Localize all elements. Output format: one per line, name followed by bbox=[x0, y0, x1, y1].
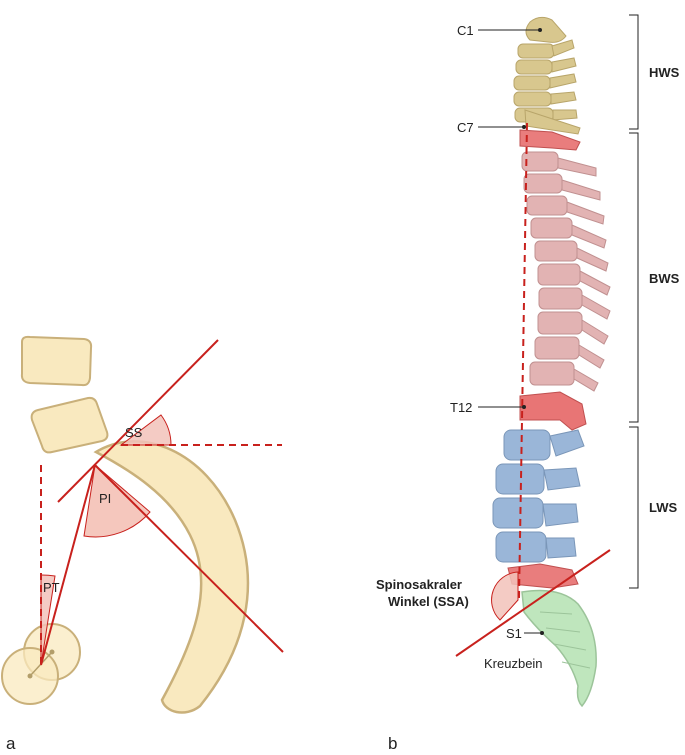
sacrum-pelvis-shape bbox=[96, 441, 248, 712]
leader-c7-dot bbox=[522, 125, 526, 129]
vertebra-l5-shape bbox=[32, 398, 108, 453]
vertebra-label-c1: C1 bbox=[457, 23, 474, 38]
sacrum-label: Kreuzbein bbox=[484, 656, 543, 671]
region-label-bws: BWS bbox=[649, 271, 680, 286]
region-bracket-bws bbox=[629, 133, 638, 422]
region-label-lws: LWS bbox=[649, 500, 677, 515]
ssa-label-line1: Spinosakraler bbox=[376, 577, 462, 592]
vertebra-label-s1: S1 bbox=[506, 626, 522, 641]
cervical-spine bbox=[514, 17, 580, 134]
panel-label-a: a bbox=[6, 734, 16, 753]
angle-label-pt: PT bbox=[43, 580, 60, 595]
vertebra-label-t12: T12 bbox=[450, 400, 472, 415]
region-bracket-hws bbox=[629, 15, 638, 129]
angle-label-ss: SS bbox=[125, 425, 143, 440]
vertebra-label-c7: C7 bbox=[457, 120, 474, 135]
leader-s1-dot bbox=[540, 631, 544, 635]
hip-center-dot bbox=[28, 674, 33, 679]
vertebra-l4-shape bbox=[22, 337, 91, 385]
panel-b: C1 C7 T12 S1 HWS BWS LWS Spinosakraler W… bbox=[376, 15, 680, 753]
region-bracket-lws bbox=[629, 427, 638, 588]
lumbar-spine bbox=[493, 430, 584, 588]
angle-label-pi: PI bbox=[99, 491, 111, 506]
panel-a: SS PI PT a bbox=[2, 337, 283, 753]
thoracic-spine bbox=[520, 130, 610, 430]
leader-c1-dot bbox=[538, 28, 542, 32]
sacrum-shape bbox=[522, 591, 596, 707]
region-label-hws: HWS bbox=[649, 65, 680, 80]
leader-t12-dot bbox=[522, 405, 526, 409]
ssa-label-line2: Winkel (SSA) bbox=[388, 594, 469, 609]
panel-label-b: b bbox=[388, 734, 397, 753]
hip-center-dot bbox=[50, 650, 55, 655]
angle-ssa-wedge bbox=[492, 572, 518, 620]
